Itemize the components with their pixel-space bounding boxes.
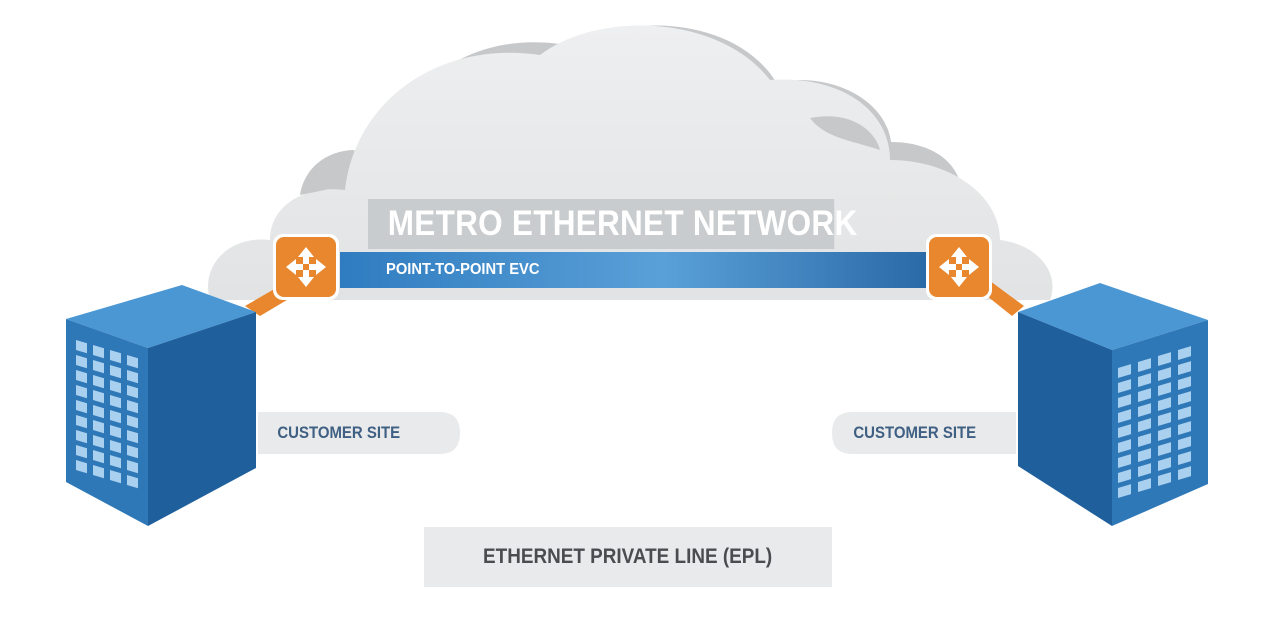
switch-icon [926,234,992,300]
customer-site-left-label: CUSTOMER SITE [258,412,460,454]
building-icon [66,285,256,526]
service-type-label: ETHERNET PRIVATE LINE (EPL) [424,527,832,587]
switch-icon [273,234,339,300]
customer-site-right-label: CUSTOMER SITE [834,412,1010,454]
evc-label: POINT-TO-POINT EVC [340,251,539,288]
network-title: METRO ETHERNET NETWORK [368,199,834,249]
service-type-text: ETHERNET PRIVATE LINE (EPL) [483,527,772,587]
building-icon [1018,283,1208,526]
